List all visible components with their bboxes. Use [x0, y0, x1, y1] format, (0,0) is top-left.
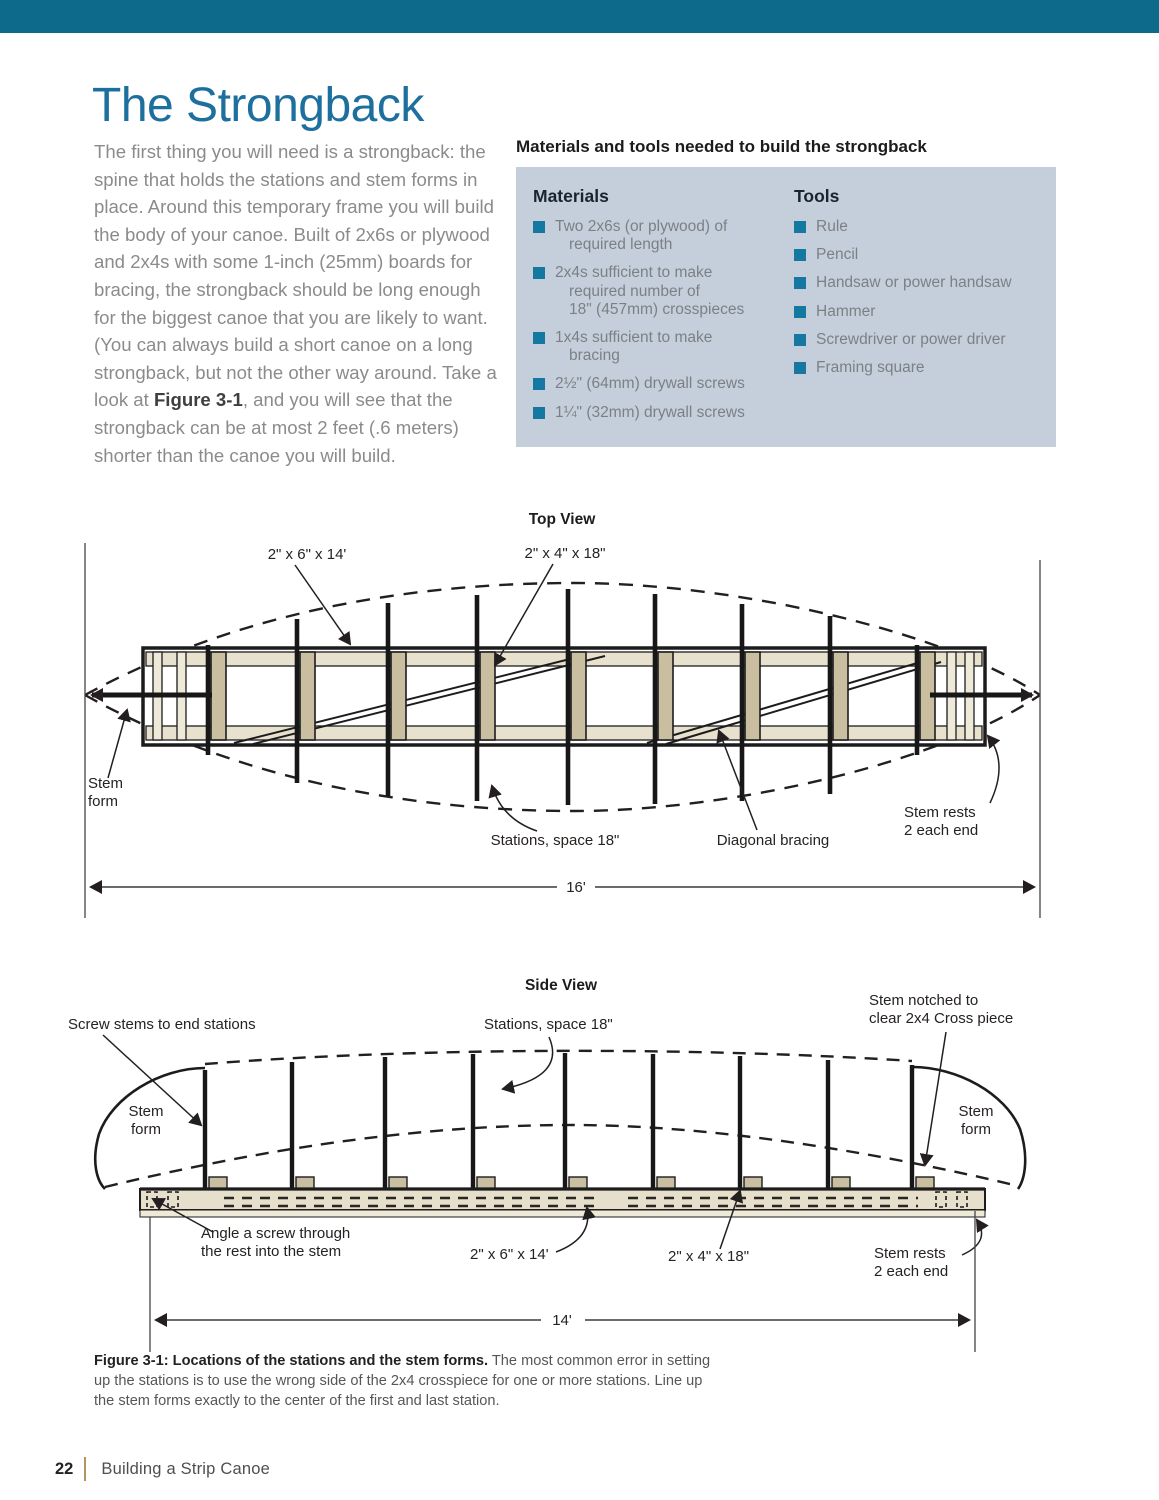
stations-spacing-label: Stations, space 18" [491, 832, 620, 849]
stem-form-label: Stem [88, 775, 123, 792]
materials-tools-box: Materials Two 2x6s (or plywood) of requi… [516, 167, 1056, 447]
tool-item: Framing square [816, 359, 925, 377]
bullet-square-icon [794, 305, 806, 318]
page-title: The Strongback [92, 79, 424, 132]
tool-item: Hammer [816, 302, 876, 320]
tool-item: Screwdriver or power driver [816, 330, 1006, 348]
intro-text-1: The first thing you will need is a stron… [94, 141, 497, 411]
side-view-title: Side View [525, 977, 598, 994]
stem-rests-label: Stem rests [904, 804, 976, 821]
bullet-square-icon [533, 378, 545, 391]
strongback-beam [139, 1187, 986, 1218]
list-item: Rule [794, 218, 1049, 236]
material-item: 1x4s sufficient to make bracing [555, 329, 713, 365]
top-view-title: Top View [529, 511, 597, 528]
list-item: 2x4s sufficient to make required number … [533, 264, 788, 319]
intro-text-2: , and you will see that the strongback c… [94, 389, 459, 466]
list-item: 1¼" (32mm) drywall screws [533, 404, 788, 422]
list-item: Handsaw or power handsaw [794, 274, 1049, 292]
stem-form-label: form [961, 1121, 991, 1138]
figure-caption-text: The most common error in setting up the … [94, 1353, 711, 1409]
stem-form-right-outline [911, 1065, 1027, 1190]
list-item: 1x4s sufficient to make bracing [533, 329, 788, 365]
board-size-label: 2" x 6" x 14' [470, 1246, 549, 1263]
stem-form-label: Stem [958, 1103, 993, 1120]
strongback-frame [141, 646, 987, 747]
canoe-outline-dashed [84, 581, 1041, 813]
dimension-16ft: 16' [89, 879, 1036, 896]
figure-caption: Figure 3-1: Locations of the stations an… [94, 1352, 716, 1411]
tool-item: Rule [816, 218, 848, 235]
material-item: Two 2x6s (or plywood) of required length [555, 218, 728, 254]
bullet-square-icon [794, 277, 806, 290]
bullet-square-icon [533, 221, 545, 233]
hull-profile-dashed [104, 1049, 1015, 1189]
diagonal-bracing-label: Diagonal bracing [717, 832, 830, 849]
stem-rests-label: 2 each end [874, 1263, 948, 1280]
stem-notched-label: clear 2x4 Cross piece [869, 1010, 1013, 1027]
tools-column: Tools Rule Pencil Handsaw or power hands… [794, 186, 1049, 387]
rail-2x6-bottom [145, 725, 983, 741]
side-view-diagram: Side View [68, 977, 1027, 1352]
tools-heading: Tools [794, 186, 840, 206]
bullet-square-icon [794, 362, 806, 375]
stem-form-label: form [88, 793, 118, 810]
footer-divider [84, 1457, 87, 1481]
bullet-square-icon [794, 221, 806, 233]
stem-rests-label: Stem rests [874, 1245, 946, 1262]
chapter-color-bar [0, 0, 1159, 33]
tool-item: Handsaw or power handsaw [816, 274, 1012, 292]
bullet-square-icon [533, 332, 545, 345]
intro-paragraph: The first thing you will need is a stron… [94, 138, 504, 469]
materials-box-header: Materials and tools needed to build the … [516, 137, 927, 156]
page-footer: 22 Building a Strip Canoe [55, 1457, 270, 1481]
rail-2x6-top [145, 651, 983, 667]
book-title: Building a Strip Canoe [101, 1459, 270, 1478]
tool-item: Pencil [816, 246, 859, 264]
page-number: 22 [55, 1459, 74, 1478]
stations-spacing-label: Stations, space 18" [484, 1016, 613, 1033]
bullet-square-icon [533, 267, 545, 280]
crosspiece-size-label: 2" x 4" x 18" [668, 1248, 749, 1265]
stem-notched-label: Stem notched to [869, 992, 978, 1009]
material-item: 2½" (64mm) drywall screws [555, 375, 745, 393]
list-item: Pencil [794, 246, 1049, 264]
material-item: 2x4s sufficient to make required number … [555, 264, 745, 318]
figure-caption-title: Figure 3-1: Locations of the stations an… [94, 1353, 489, 1369]
crosspiece-size-label: 2" x 4" x 18" [524, 545, 605, 562]
stem-rest-blocks [208, 1176, 935, 1190]
figure-reference: Figure 3-1 [153, 389, 243, 411]
list-item: Screwdriver or power driver [794, 331, 1049, 349]
bracing-dashes [224, 1196, 918, 1208]
stem-form-label: Stem [128, 1103, 163, 1120]
angle-screw-label: Angle a screw through [201, 1225, 350, 1242]
top-view-diagram: Top View [84, 511, 1041, 918]
list-item: Framing square [794, 359, 1049, 377]
board-size-label: 2" x 6" x 14' [268, 546, 347, 563]
list-item: Hammer [794, 303, 1049, 321]
list-item: 2½" (64mm) drywall screws [533, 375, 788, 393]
bullet-square-icon [533, 406, 545, 419]
crosspieces-2x4 [210, 651, 936, 741]
angle-screw-label: the rest into the stem [201, 1243, 341, 1260]
material-item: 1¼" (32mm) drywall screws [555, 403, 745, 421]
dimension-14ft: 14' [154, 1312, 971, 1329]
dimension-text: 16' [566, 879, 586, 896]
bullet-square-icon [794, 333, 806, 346]
materials-column: Materials Two 2x6s (or plywood) of requi… [533, 186, 788, 432]
stem-form-label: form [131, 1121, 161, 1138]
bullet-square-icon [794, 249, 806, 262]
materials-heading: Materials [533, 186, 609, 206]
station-lines [205, 589, 920, 805]
stem-form-left-outline [93, 1066, 206, 1190]
dimension-text: 14' [552, 1312, 572, 1329]
list-item: Two 2x6s (or plywood) of required length [533, 218, 788, 254]
screw-stems-label: Screw stems to end stations [68, 1016, 256, 1033]
stem-rests-label: 2 each end [904, 822, 978, 839]
station-lines [202, 1053, 915, 1189]
